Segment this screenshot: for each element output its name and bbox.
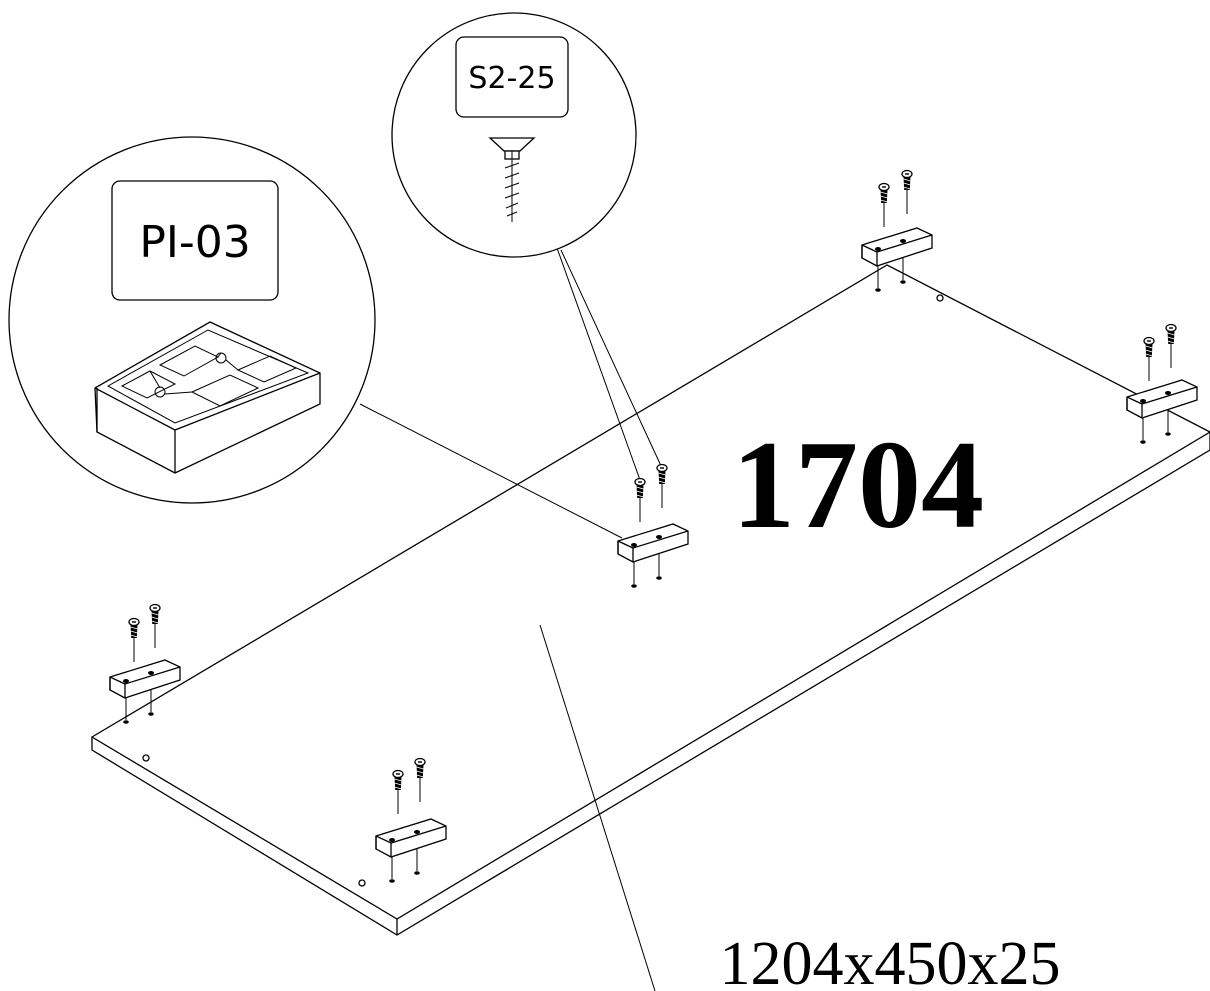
connector-code: PI-03 bbox=[139, 217, 250, 268]
screw bbox=[149, 603, 161, 649]
callout-label-box bbox=[111, 180, 279, 301]
screw-code: S2-25 bbox=[468, 61, 555, 96]
screw bbox=[128, 617, 140, 663]
panel-dimensions: 1204x450x25 bbox=[720, 930, 1061, 991]
connector-block-icon bbox=[94, 321, 321, 474]
wood-screw-icon bbox=[488, 137, 536, 222]
screw bbox=[1143, 336, 1155, 382]
callout-screw: S2-25 bbox=[391, 12, 637, 258]
screw bbox=[1165, 323, 1177, 369]
screw bbox=[901, 169, 913, 215]
screw bbox=[878, 182, 890, 228]
panel-holes bbox=[142, 294, 944, 887]
panel-board bbox=[90, 264, 1210, 936]
leader-lines bbox=[359, 247, 663, 991]
callout-label-box bbox=[455, 36, 569, 118]
callout-connector: PI-03 bbox=[8, 136, 376, 504]
part-number: 1704 bbox=[732, 416, 984, 555]
